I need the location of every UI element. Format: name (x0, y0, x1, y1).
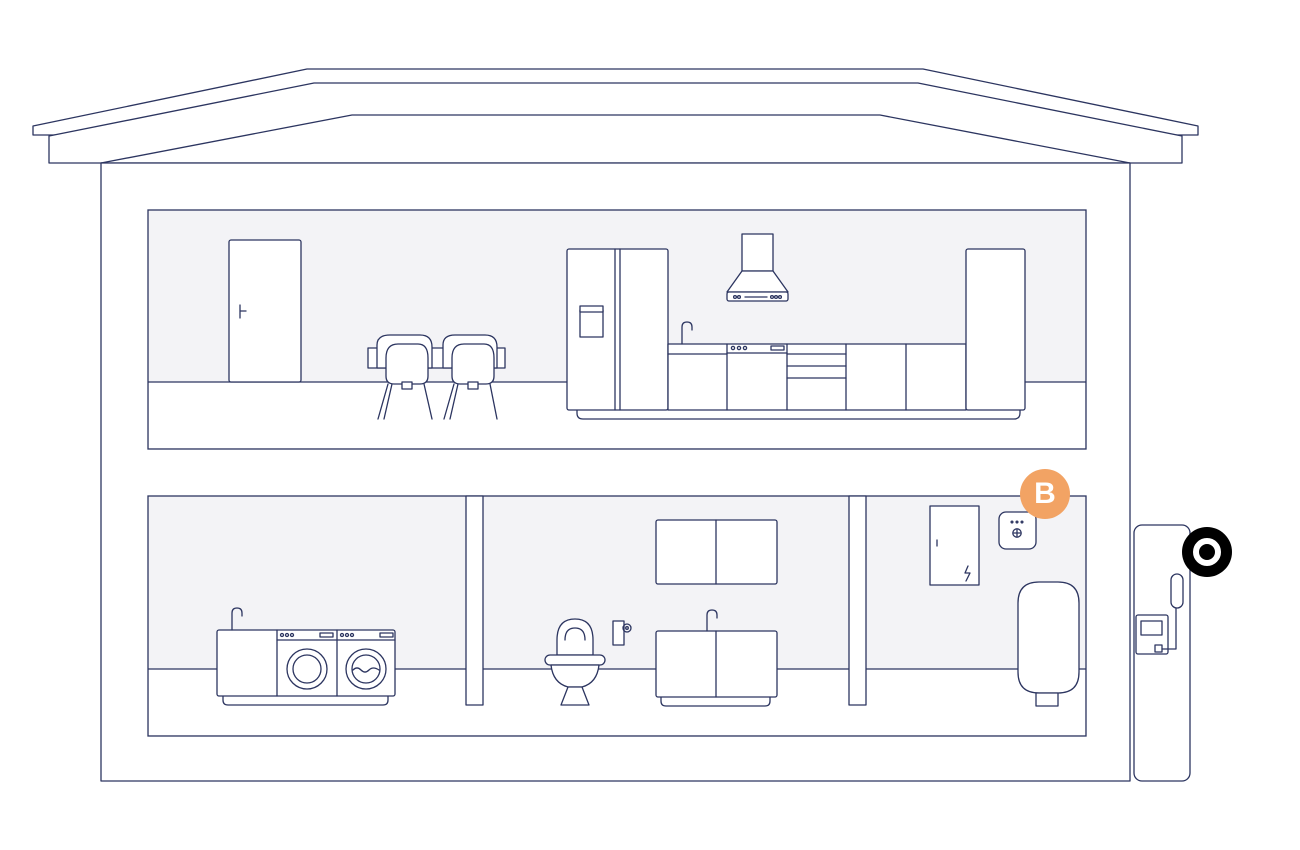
partition-wall-right (848, 495, 867, 706)
ring-icon (1193, 538, 1221, 566)
partition-wall-left (465, 495, 484, 706)
bathroom (544, 519, 778, 707)
water-heater (1017, 581, 1080, 707)
kitchen (566, 233, 1026, 420)
smart-hub-device (998, 511, 1037, 550)
toilet-paper-holder (612, 620, 632, 646)
tall-cabinet (965, 248, 1026, 411)
door (228, 239, 302, 383)
electrical-cabinet (929, 505, 980, 586)
roof (32, 68, 1199, 164)
marker-b-label: B (1034, 477, 1056, 510)
laundry (216, 607, 396, 706)
kitchen-cabinets (667, 343, 967, 411)
dining-set (367, 334, 506, 420)
toilet (544, 618, 606, 706)
fridge (566, 248, 669, 411)
exterior-meter-column (1133, 524, 1191, 782)
marker-b-badge[interactable]: B (1020, 469, 1070, 519)
range-hood (726, 233, 789, 302)
marker-o-badge[interactable] (1182, 527, 1232, 577)
utility-room (929, 505, 1080, 707)
